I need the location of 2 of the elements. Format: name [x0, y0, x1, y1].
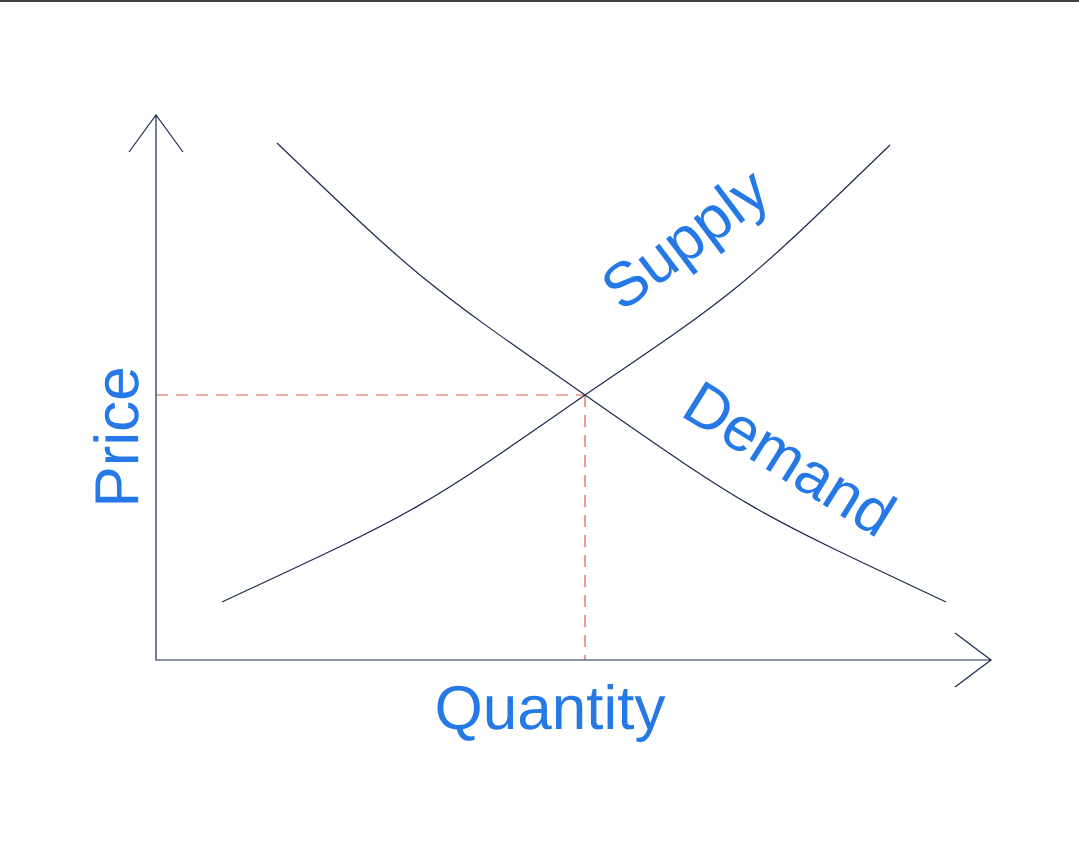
- axis-label: Quantity: [437, 684, 666, 742]
- axis-label: Price: [93, 369, 139, 503]
